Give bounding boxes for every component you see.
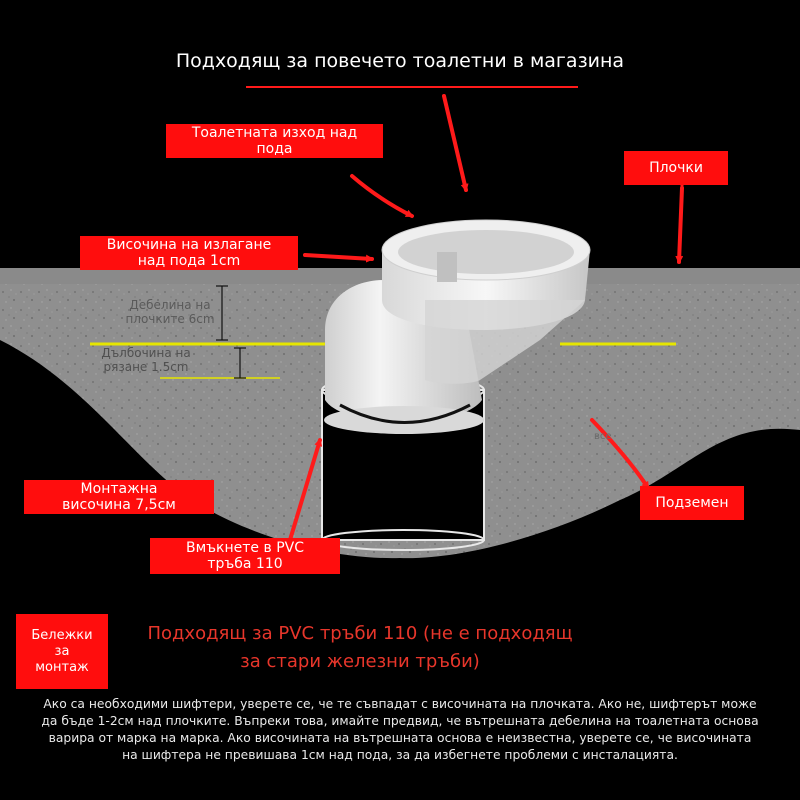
suitability-text: Подходящ за PVC тръби 110 (не е подходящ… <box>147 623 573 672</box>
label-underground: Подземен <box>640 486 744 520</box>
callout-arrows <box>288 94 684 542</box>
arrow-insert-pipe <box>288 438 323 542</box>
cut-depth-dimension <box>234 347 246 379</box>
arrow-tiles-to-floor <box>675 186 684 264</box>
note-line-1: Ако са необходими шифтери, уверете се, ч… <box>43 697 757 711</box>
tile-thickness-dimension <box>216 285 228 341</box>
arrow-exposure-to-hub <box>303 253 374 263</box>
note-line-4: на шифтера не превишава 1см над пода, за… <box>122 748 678 762</box>
label-insert-pipe: Вмъкнете в PVC тръба 110 <box>150 538 340 574</box>
label-cut-depth: Дълбочина на рязане 1.5cm <box>101 346 191 374</box>
label-all: все <box>594 431 612 442</box>
arrow-headline-to-hub <box>442 94 469 192</box>
installation-notes: Ако са необходими шифтери, уверете се, ч… <box>20 696 780 764</box>
note-line-3: варира от марка на марка. Ако височината… <box>48 731 752 745</box>
headline: Подходящ за повечето тоалетни в магазина <box>175 50 625 72</box>
offset-flange-fitting <box>324 219 591 434</box>
arrow-outlet-to-hub <box>350 174 414 218</box>
note-line-2: да бъде 1-2см над плочките. Въпреки това… <box>41 714 759 728</box>
label-install-height: Монтажна височина 7,5см <box>24 480 214 514</box>
label-tiles: Плочки <box>624 151 728 185</box>
label-exposure: Височина на излагане над пода 1cm <box>80 236 298 270</box>
label-outlet: Тоалетната изход над пода <box>166 124 383 158</box>
arrow-underground <box>590 418 650 490</box>
notes-title: Бележки за монтаж <box>16 614 108 689</box>
label-tile-thickness: Дебелина на плочките 6cm <box>125 298 215 326</box>
